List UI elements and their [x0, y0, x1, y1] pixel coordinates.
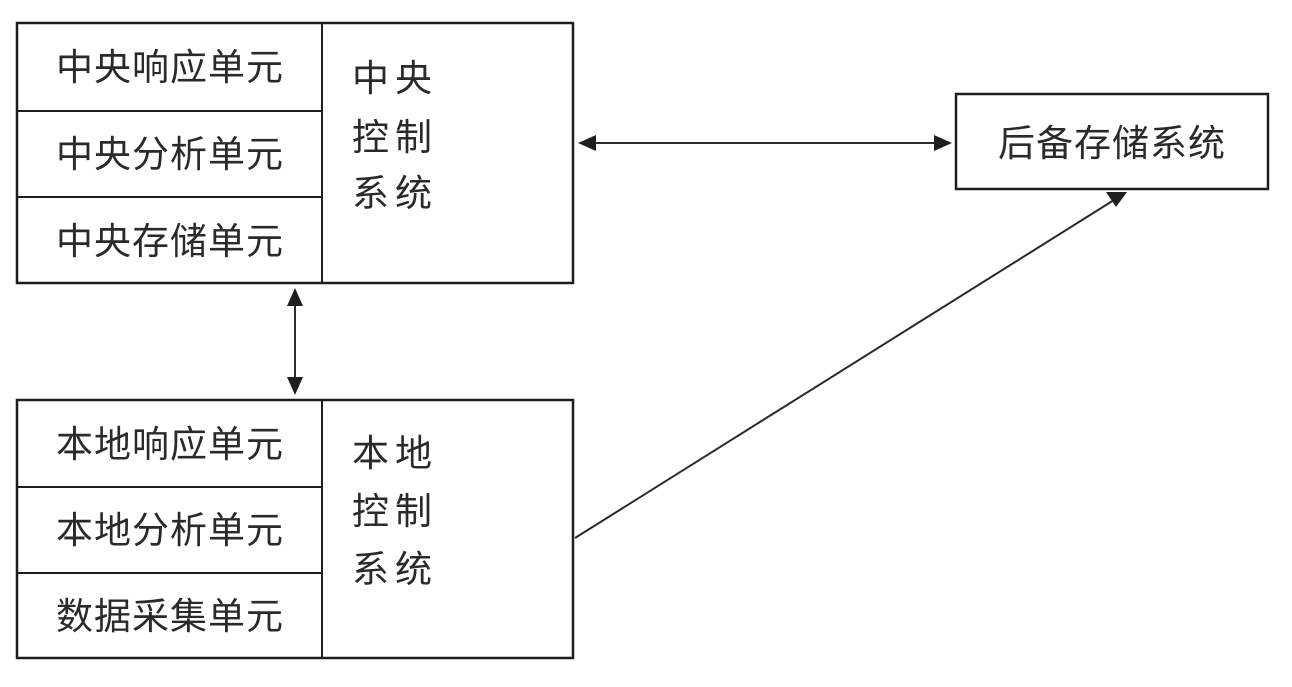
- local-system-label-line: 控制: [352, 490, 438, 533]
- local-backup-line: [574, 199, 1115, 539]
- backup-storage-outline: [954, 92, 1270, 191]
- arrowhead-left-icon: [578, 135, 596, 151]
- local-system-label-line: 系统: [352, 548, 438, 591]
- central-analysis-unit-label: 中央分析单元: [56, 133, 284, 176]
- local-system-label-line: 本地: [352, 432, 438, 475]
- central-system-outline: [15, 21, 575, 285]
- central-backup-connector: [578, 135, 952, 151]
- arrowhead-right-icon: [934, 135, 952, 151]
- local-backup-connector: [574, 192, 1127, 539]
- arrowhead-diagonal-icon: [1106, 192, 1127, 207]
- arrowhead-down-icon: [287, 377, 303, 395]
- arrowhead-up-icon: [287, 288, 303, 306]
- central-system-label-line: 中央: [352, 57, 438, 100]
- central-response-unit-label: 中央响应单元: [56, 46, 284, 89]
- central-system-label-line: 系统: [352, 172, 438, 215]
- central-system-label-line: 控制: [352, 116, 438, 159]
- local-system-block: 本地响应单元 本地分析单元 数据采集单元 本地 控制 系统: [15, 398, 575, 660]
- backup-storage-block: 后备存储系统: [954, 92, 1270, 191]
- local-system-outline: [15, 398, 575, 660]
- data-acquisition-unit-label: 数据采集单元: [56, 595, 284, 638]
- backup-storage-label: 后备存储系统: [998, 122, 1226, 165]
- central-storage-unit-label: 中央存储单元: [56, 220, 284, 263]
- central-local-connector: [287, 288, 303, 395]
- local-analysis-unit-label: 本地分析单元: [56, 509, 284, 552]
- central-system-block: 中央响应单元 中央分析单元 中央存储单元 中央 控制 系统: [15, 21, 575, 285]
- local-response-unit-label: 本地响应单元: [56, 423, 284, 466]
